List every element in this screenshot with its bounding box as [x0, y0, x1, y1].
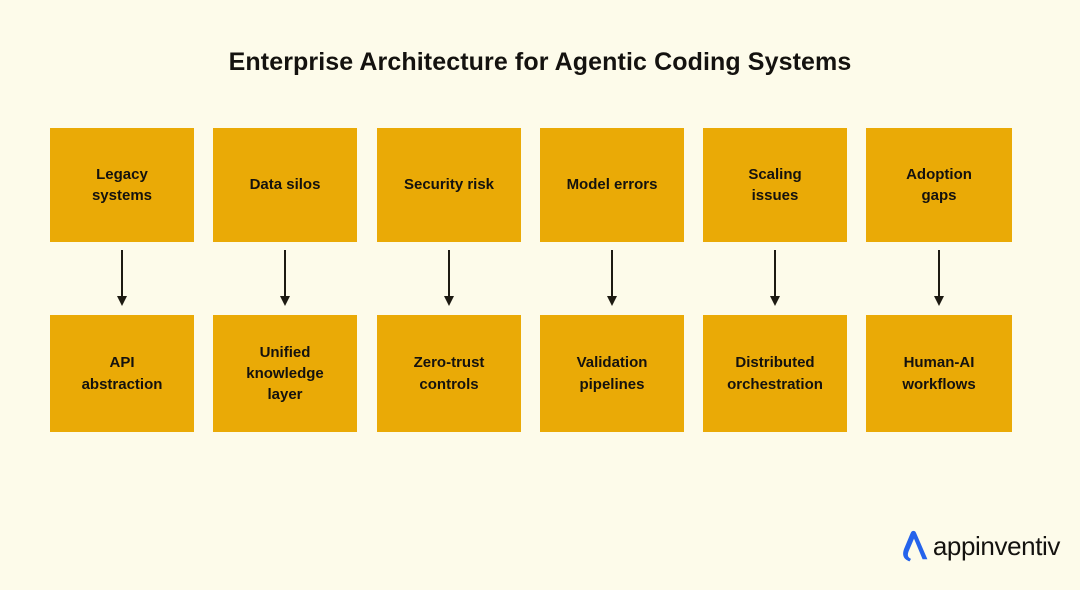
solution-label-5: Distributed orchestration: [727, 354, 823, 393]
brand-logo: appinventiv: [899, 530, 1060, 562]
challenge-label-1: Legacy systems: [91, 165, 153, 204]
down-arrow-icon-1: [115, 250, 129, 308]
arrow-head: [443, 296, 454, 306]
challenge-label-3: Security risk: [403, 176, 495, 194]
arrow-shaft: [121, 250, 123, 298]
arrow-shaft: [611, 250, 613, 298]
solution-box-1: API abstraction: [50, 315, 194, 432]
solution-box-6: Human-AI workflows: [866, 315, 1012, 432]
challenge-box-3: Security risk: [377, 128, 521, 242]
solution-label-1: API abstraction: [81, 354, 163, 393]
challenge-label-2: Data silos: [249, 176, 321, 194]
solution-box-2: Unified knowledge layer: [213, 315, 357, 432]
solution-label-2: Unified knowledge layer: [246, 343, 324, 404]
down-arrow-icon-4: [605, 250, 619, 308]
page-title: Enterprise Architecture for Agentic Codi…: [228, 48, 852, 76]
challenge-box-4: Model errors: [540, 128, 684, 242]
challenge-label-6: Adoption gaps: [906, 165, 972, 204]
arrow-head: [116, 296, 127, 306]
arrow-shaft: [938, 250, 940, 298]
arrow-shaft: [284, 250, 286, 298]
appinventiv-a-mark-icon: [902, 530, 928, 562]
down-arrow-icon-2: [278, 250, 292, 308]
arrow-shaft: [448, 250, 450, 298]
solution-label-4: Validation pipelines: [576, 354, 648, 393]
challenge-box-2: Data silos: [213, 128, 357, 242]
challenge-box-5: Scaling issues: [703, 128, 847, 242]
arrow-head: [933, 296, 944, 306]
arrow-head: [769, 296, 780, 306]
arrow-head: [279, 296, 290, 306]
down-arrow-icon-5: [768, 250, 782, 308]
arrow-shaft: [774, 250, 776, 298]
solution-label-6: Human-AI workflows: [902, 354, 976, 393]
challenge-box-1: Legacy systems: [50, 128, 194, 242]
down-arrow-icon-6: [932, 250, 946, 308]
challenge-box-6: Adoption gaps: [866, 128, 1012, 242]
challenge-label-5: Scaling issues: [748, 165, 802, 204]
solution-box-3: Zero-trust controls: [377, 315, 521, 432]
challenge-label-4: Model errors: [566, 176, 658, 194]
solution-label-3: Zero-trust controls: [413, 354, 485, 393]
down-arrow-icon-3: [442, 250, 456, 308]
solution-box-5: Distributed orchestration: [703, 315, 847, 432]
brand-name: appinventiv: [932, 531, 1061, 561]
solution-box-4: Validation pipelines: [540, 315, 684, 432]
arrow-head: [606, 296, 617, 306]
